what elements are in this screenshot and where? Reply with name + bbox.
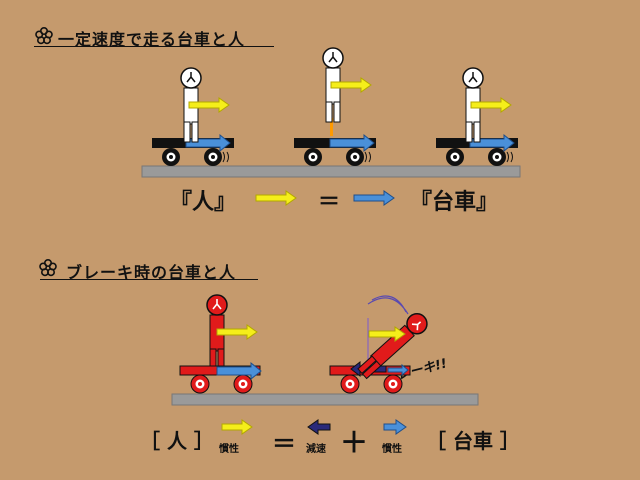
eq1-equals: ＝ [318,190,341,215]
person-velocity-arrow [188,97,230,113]
cart-2 [294,118,376,166]
eq1-yellow-arrow [255,190,297,206]
eq2-plus: ＋ [340,426,369,459]
cart-velocity-arrow [216,361,262,381]
section1-title-underline [34,46,274,47]
cart-velocity-arrow [329,133,375,153]
person-2 [322,47,372,123]
eq2-inertia-label-2: 慣性 [382,444,402,455]
eq1-cart-label: 『台車』 [410,190,499,215]
flower-bullet-icon [39,259,57,277]
person-velocity-arrow [470,97,512,113]
eq2-person-label: ［ 人 ］ [140,429,214,453]
eq2-cart-label: ［ 台車 ］ [426,429,520,453]
cart-3 [436,133,518,166]
eq2-navy-arrow [307,419,331,435]
section1-title: 一定速度で走る台車と人 [58,30,246,49]
red-person-1 [206,294,258,367]
eq2-equals: ＝ [272,430,296,458]
eq1-blue-arrow [353,190,395,206]
section2-title-underline [40,279,258,280]
section2-title: ブレーキ時の台車と人 [66,263,237,282]
eq1-person-label: 『人』 [170,190,237,215]
flower-bullet-icon [35,27,53,45]
ground-2 [171,393,479,406]
fall-motion-lines [367,295,409,315]
falling-person-inertia-arrow [368,326,406,342]
eq2-blue-arrow [383,419,407,435]
eq2-decel-label: 減速 [306,444,326,455]
person-velocity-arrow [216,324,258,340]
jump-motion-mark [330,118,333,136]
red-cart-1 [179,361,262,394]
eq2-yellow-arrow [221,419,253,435]
person-velocity-arrow [330,77,372,93]
cart-velocity-arrow [469,133,515,153]
person-3 [462,67,512,143]
ground-1 [141,165,521,178]
eq2-inertia-label-1: 慣性 [219,444,239,455]
person-1 [180,67,230,143]
